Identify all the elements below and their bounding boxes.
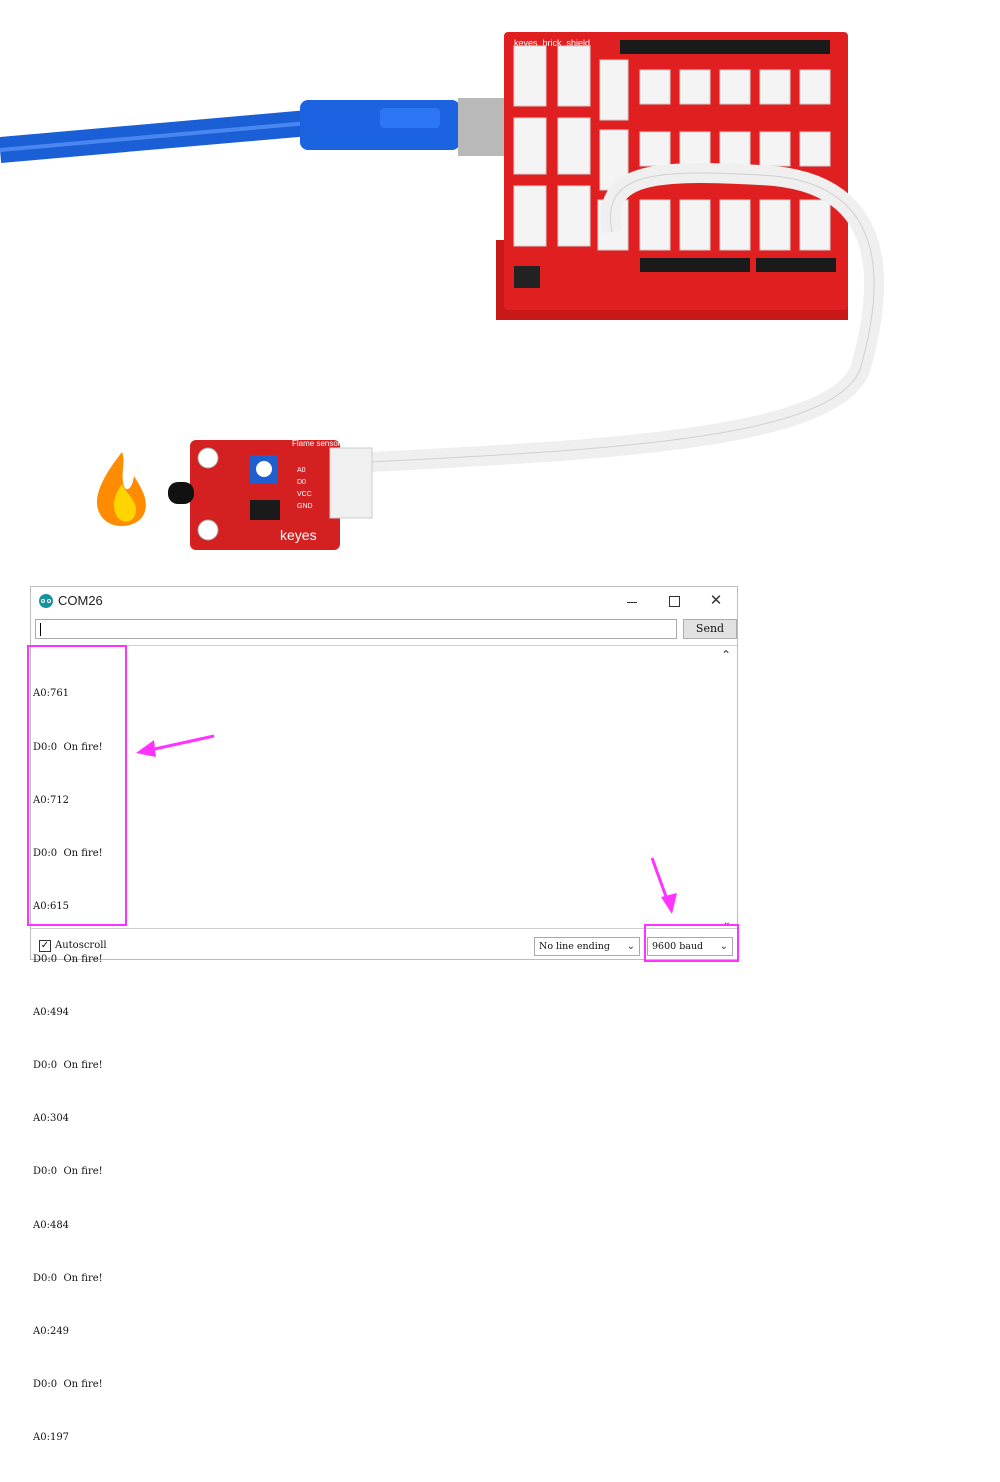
hardware-scene: keyes_brick_shield (0, 32, 885, 550)
serial-input[interactable] (35, 619, 677, 639)
output-line: D0:0 On fire! (33, 1272, 103, 1284)
serial-output[interactable]: A0:761 D0:0 On fire! A0:712 D0:0 On fire… (31, 645, 737, 1443)
svg-text:A0: A0 (297, 467, 306, 474)
output-line: A0:484 (33, 1219, 70, 1231)
shield-label: keyes_brick_shield (514, 38, 590, 48)
arduino-icon (39, 594, 53, 608)
serial-monitor-window: COM26 ✕ Send A0:761 D0:0 On fire! A0:712… (30, 586, 738, 1443)
svg-text:D0: D0 (297, 479, 306, 486)
scroll-up-icon[interactable]: ⌃ (720, 648, 731, 662)
autoscroll-checkbox[interactable]: ✓ (39, 940, 51, 952)
maximize-button[interactable] (659, 590, 689, 612)
output-line: A0:197 (33, 1431, 70, 1443)
output-line: A0:712 (33, 794, 70, 806)
output-line: A0:304 (33, 1113, 70, 1125)
output-line: D0:0 On fire! (33, 1166, 103, 1178)
line-ending-select[interactable]: No line ending ⌄ (534, 937, 640, 956)
flame-icon (96, 452, 146, 526)
output-line: D0:0 On fire! (33, 1060, 103, 1072)
output-line: A0:615 (33, 900, 70, 912)
output-line: D0:0 On fire! (33, 741, 103, 753)
chevron-down-icon: ⌄ (719, 941, 728, 952)
close-button[interactable]: ✕ (709, 592, 723, 609)
autoscroll-label: Autoscroll (55, 940, 107, 951)
minimize-button[interactable] (617, 590, 647, 612)
svg-text:VCC: VCC (297, 491, 312, 498)
scroll-down-icon[interactable]: ⌄ (722, 917, 731, 928)
output-line: A0:249 (33, 1325, 70, 1337)
output-line: A0:494 (33, 1007, 70, 1019)
output-line: A0:761 (33, 688, 70, 700)
svg-text:Flame sensor: Flame sensor (292, 439, 341, 448)
baud-rate-value: 9600 baud (652, 941, 704, 952)
send-row: Send (35, 619, 737, 643)
output-highlight-box (27, 645, 127, 926)
maximize-icon (668, 596, 680, 607)
flame-sensor-module: Flame sensor A0 D0 VCC GND keyes (168, 439, 373, 550)
line-ending-value: No line ending (539, 941, 610, 952)
output-line: D0:0 On fire! (33, 953, 103, 965)
footer-bar: ✓ Autoscroll No line ending ⌄ 9600 baud … (31, 931, 737, 959)
text-caret (40, 623, 41, 636)
title-bar: COM26 ✕ (31, 587, 737, 615)
window-title: COM26 (58, 593, 103, 608)
baud-highlight-box (644, 924, 739, 962)
svg-text:GND: GND (297, 503, 313, 510)
minimize-icon (627, 601, 637, 603)
send-button[interactable]: Send (683, 619, 737, 639)
svg-text:keyes: keyes (280, 527, 317, 543)
output-line: D0:0 On fire! (33, 1378, 103, 1390)
chevron-down-icon: ⌄ (626, 941, 635, 952)
output-line: D0:0 On fire! (33, 847, 103, 859)
baud-rate-select[interactable]: 9600 baud ⌄ (647, 937, 733, 956)
